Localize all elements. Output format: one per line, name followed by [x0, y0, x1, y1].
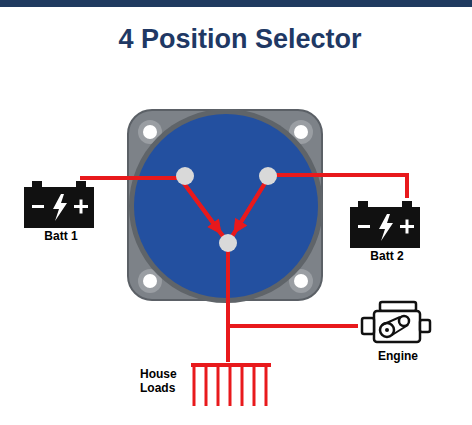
- icon-shape: [358, 201, 368, 208]
- mount-hole: [294, 274, 308, 288]
- icon-shape: [374, 311, 420, 342]
- icon-shape: [32, 181, 42, 188]
- wire-connector: [80, 178, 358, 326]
- node-icon: [190, 362, 272, 408]
- icon-shape: [253, 365, 256, 406]
- house-loads-node: House Loads: [140, 362, 272, 408]
- common-terminal: [219, 234, 237, 252]
- icon-shape: [241, 365, 244, 406]
- icon-shape: [229, 365, 232, 406]
- mount-hole: [143, 274, 157, 288]
- icon-shape: [350, 207, 420, 248]
- icon-shape: [362, 318, 374, 334]
- node-label: Batt 2: [348, 250, 426, 264]
- icon-shape: [265, 365, 268, 406]
- icon-shape: [32, 205, 44, 208]
- icon-shape: [402, 201, 412, 208]
- battery-node: Batt 2: [348, 198, 426, 264]
- node-label: Batt 1: [22, 230, 100, 244]
- mount-hole: [294, 125, 308, 139]
- engine-node: Engine: [358, 298, 438, 364]
- diagram-title: 4 Position Selector: [4, 24, 472, 55]
- icon-shape: [420, 320, 430, 332]
- icon-shape: [348, 198, 422, 250]
- battery-node: Batt 1: [22, 178, 100, 244]
- icon-shape: [76, 181, 86, 188]
- terminal-post: [176, 167, 194, 185]
- icon-shape: [80, 200, 83, 214]
- node-icon: [358, 298, 438, 350]
- node-label: Engine: [358, 350, 438, 364]
- wire-path: [80, 178, 228, 362]
- icon-shape: [193, 365, 196, 406]
- arrow-head: [234, 218, 247, 234]
- wire-path: [80, 178, 358, 326]
- icon-shape: [217, 365, 220, 406]
- icon-shape: [379, 214, 393, 241]
- icon-shape: [362, 302, 430, 342]
- icon-shape: [380, 302, 416, 311]
- terminal-post: [259, 167, 277, 185]
- icon-shape: [24, 187, 94, 228]
- node-label: House Loads: [140, 368, 177, 396]
- arrow-head: [208, 219, 222, 234]
- icon-shape: [190, 362, 272, 408]
- icon-shape: [358, 225, 370, 228]
- node-icon: [348, 198, 426, 250]
- icon-shape: [358, 298, 434, 350]
- wire-connector: [228, 175, 407, 362]
- icon-shape: [406, 220, 409, 234]
- icon-shape: [385, 328, 389, 332]
- node-icon: [22, 178, 100, 230]
- wire-path: [228, 175, 407, 362]
- wire-connector: [80, 178, 228, 362]
- icon-shape: [392, 325, 408, 335]
- icon-shape: [205, 365, 208, 406]
- icon-shape: [53, 194, 67, 221]
- header-bar: [0, 0, 472, 7]
- mount-hole: [143, 125, 157, 139]
- icon-shape: [382, 317, 400, 325]
- icon-shape: [22, 178, 96, 230]
